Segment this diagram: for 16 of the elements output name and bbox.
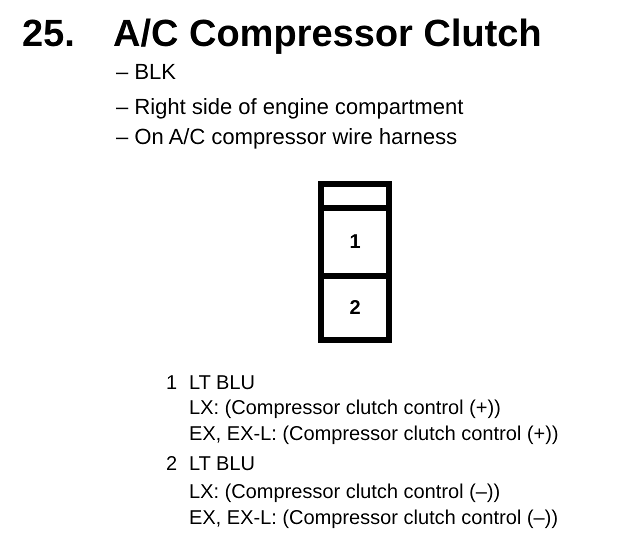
pin-description: LX: (Compressor clutch control (–)) — [189, 482, 500, 502]
pin-description: LX: (Compressor clutch control (+)) — [189, 398, 501, 418]
note-text: – BLK — [116, 61, 176, 83]
wire-color: LT BLU — [189, 454, 255, 474]
pin-number: 1 — [166, 373, 178, 393]
pin-number: 1 — [349, 230, 361, 254]
note-text: – On A/C compressor wire harness — [116, 126, 458, 148]
pin-number: 2 — [166, 454, 178, 474]
connector-outline — [318, 181, 392, 343]
note-text: – Right side of engine compartment — [116, 96, 464, 118]
section-number: 25. — [22, 15, 75, 53]
pin-number: 2 — [349, 296, 361, 320]
title: A/C Compressor Clutch — [113, 15, 542, 53]
pin-description: EX, EX-L: (Compressor clutch control (+)) — [189, 424, 559, 444]
wire-color: LT BLU — [189, 373, 255, 393]
pin-description: EX, EX-L: (Compressor clutch control (–)) — [189, 508, 558, 528]
